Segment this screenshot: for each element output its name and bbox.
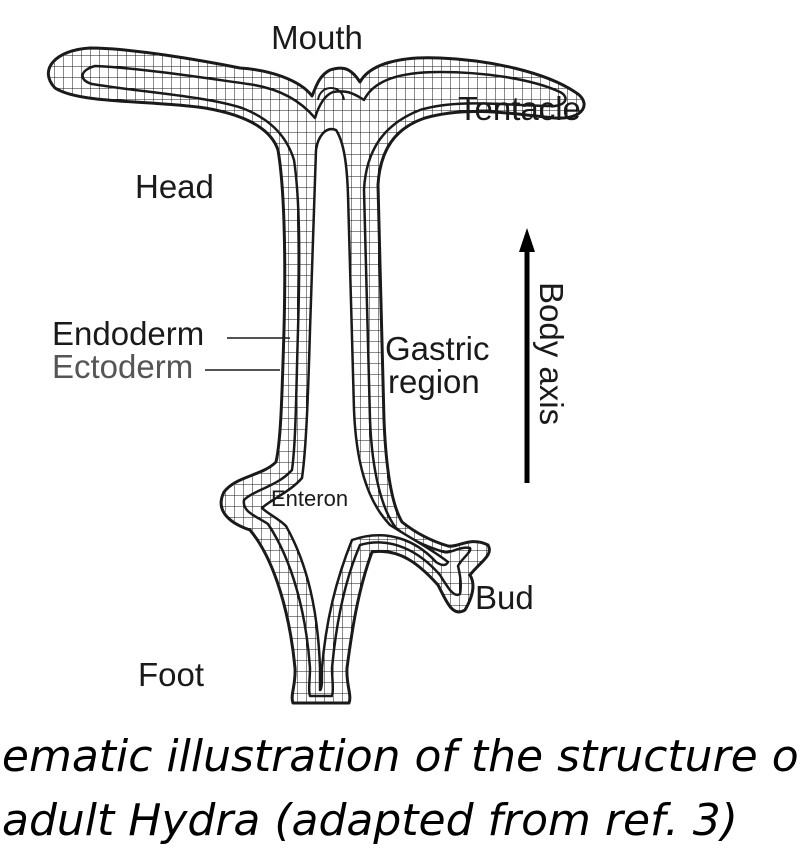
foot-label: Foot bbox=[138, 656, 204, 693]
endoderm-label: Endoderm bbox=[52, 315, 204, 352]
enteron-label: Enteron bbox=[271, 486, 348, 511]
bud-label: Bud bbox=[475, 579, 534, 616]
figure-caption: hematic illustration of the structure of… bbox=[0, 725, 800, 853]
head-label: Head bbox=[135, 168, 214, 205]
ectoderm-label: Ectoderm bbox=[52, 348, 193, 385]
body-axis-label: Body axis bbox=[533, 282, 570, 425]
body-axis-arrow bbox=[519, 228, 535, 483]
hydra-diagram: Mouth Tentacle Head Endoderm Ectoderm Ga… bbox=[0, 0, 800, 720]
gastric-region-label-line1: Gastric bbox=[385, 330, 490, 367]
gastric-region-label-line2: region bbox=[388, 363, 480, 400]
caption-line-1: hematic illustration of the structure of bbox=[0, 725, 800, 789]
caption-line-2: adult Hydra (adapted from ref. 3) bbox=[2, 789, 800, 853]
mouth-label: Mouth bbox=[271, 19, 363, 56]
tentacle-label: Tentacle bbox=[458, 90, 581, 127]
